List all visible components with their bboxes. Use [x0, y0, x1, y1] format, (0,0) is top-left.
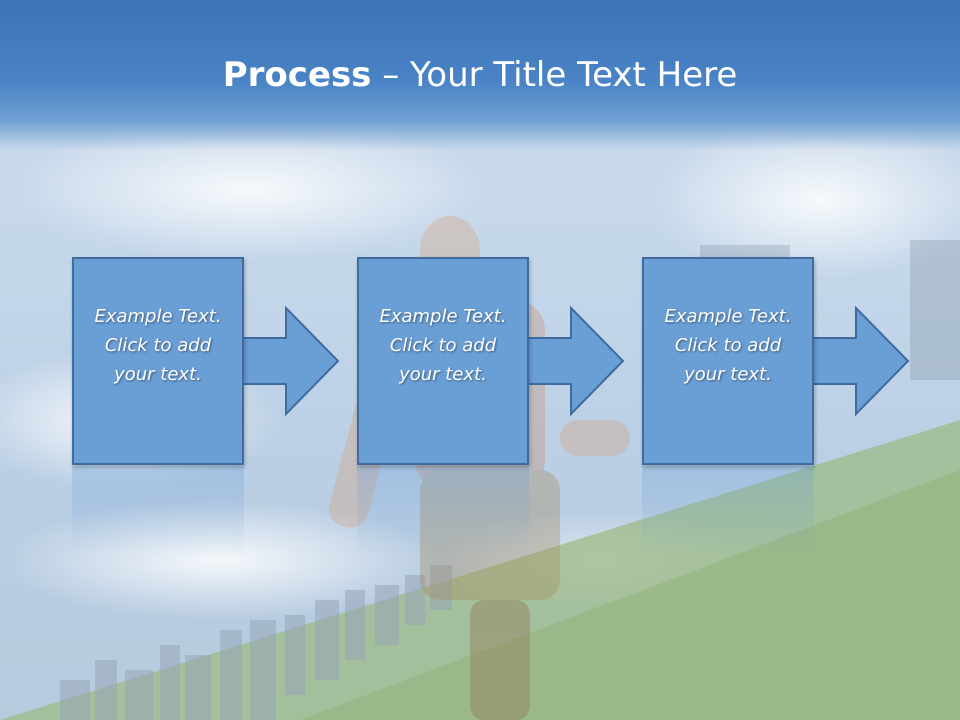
title-bold: Process — [222, 55, 372, 95]
step-line-1: Example Text. — [94, 305, 222, 327]
process-step-2[interactable]: Example Text. Click to add your text. — [357, 257, 529, 465]
step-line-3: your text. — [684, 363, 772, 385]
arrow-right-icon — [236, 306, 340, 416]
step-line-3: your text. — [399, 363, 487, 385]
step-line-2: Click to add — [674, 334, 782, 356]
reflection-step-1 — [72, 466, 244, 556]
step-line-2: Click to add — [389, 334, 497, 356]
process-step-1[interactable]: Example Text. Click to add your text. — [72, 257, 244, 465]
title-rest: – Your Title Text Here — [371, 55, 738, 95]
arrow-right-icon — [806, 306, 910, 416]
step-line-1: Example Text. — [379, 305, 507, 327]
step-text: Example Text. Click to add your text. — [94, 302, 221, 389]
step-line-2: Click to add — [104, 334, 212, 356]
step-line-1: Example Text. — [664, 305, 792, 327]
reflection-step-3 — [642, 466, 814, 556]
step-line-3: your text. — [114, 363, 202, 385]
title-bar — [0, 0, 960, 150]
step-text: Example Text. Click to add your text. — [379, 302, 506, 389]
step-text: Example Text. Click to add your text. — [664, 302, 791, 389]
reflection-step-2 — [357, 466, 529, 556]
slide-title[interactable]: Process – Your Title Text Here — [0, 52, 960, 98]
arrow-right-icon — [521, 306, 625, 416]
process-step-3[interactable]: Example Text. Click to add your text. — [642, 257, 814, 465]
